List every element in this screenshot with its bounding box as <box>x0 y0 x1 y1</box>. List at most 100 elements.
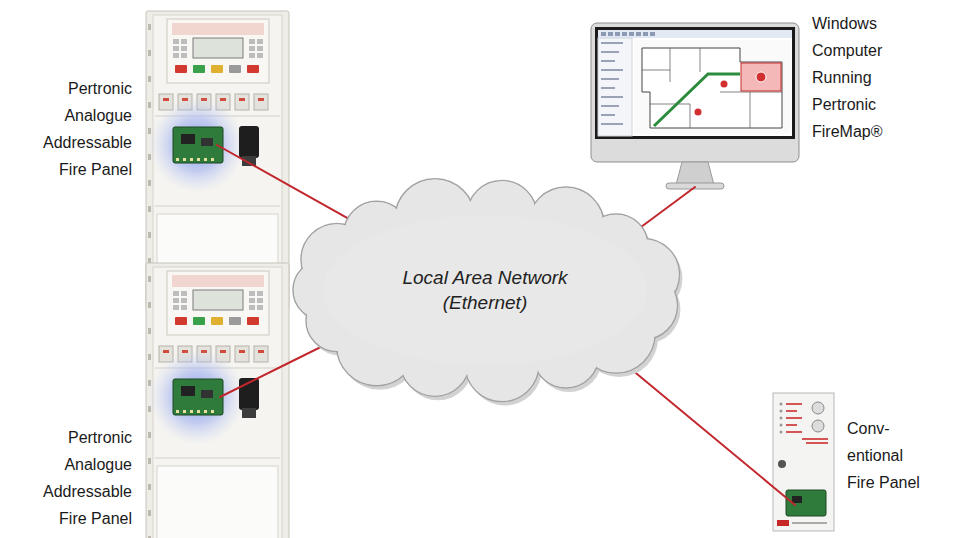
keypad-key <box>181 39 187 44</box>
floor-plan-outline <box>642 48 782 128</box>
toolbar-icon <box>650 32 655 36</box>
sidebar-item <box>601 42 623 44</box>
hinge-mark <box>148 50 151 56</box>
board-highlight <box>149 97 245 193</box>
device-marker <box>721 81 728 88</box>
keypad-key <box>181 305 187 310</box>
map-area <box>634 40 790 134</box>
network-board <box>173 127 223 163</box>
toolbar-icon <box>629 32 634 36</box>
monitor-bezel <box>591 23 799 162</box>
network-board <box>173 379 223 415</box>
hinge-mark <box>148 76 151 82</box>
board-pin <box>183 158 186 161</box>
toolbar-icon <box>608 32 613 36</box>
sidebar-item <box>601 96 623 98</box>
toolbar-icon <box>643 32 648 36</box>
module-indicator <box>239 98 245 101</box>
monitor-screen <box>598 30 792 136</box>
conventional-panel: Conv- entional Fire Panel <box>772 392 835 532</box>
keypad-key <box>249 53 255 58</box>
floor-plan-walls <box>642 48 782 128</box>
module-indicator <box>220 98 226 101</box>
hinge-mark <box>148 510 151 516</box>
lcd-screen <box>193 38 243 58</box>
device-label: Pertronic Analogue Addressable Fire Pane… <box>32 75 132 183</box>
board-pin <box>190 158 193 161</box>
toolbar-icon <box>636 32 641 36</box>
app-sidebar <box>598 38 632 136</box>
display-header <box>172 275 264 287</box>
panel-cabinet <box>146 263 289 538</box>
panel-button <box>247 65 259 73</box>
sidebar-item <box>601 105 619 107</box>
computer-monitor: Windows Computer Running Pertronic FireM… <box>590 22 800 192</box>
door-lock <box>778 460 786 468</box>
board-pin <box>176 158 179 161</box>
network-cloud-illustration <box>323 215 647 365</box>
hinge-mark <box>148 432 151 438</box>
keypad-key <box>249 39 255 44</box>
fire-panel-illustration <box>145 262 290 538</box>
device-label: Conv- entional Fire Panel <box>847 415 927 496</box>
network-wire <box>217 145 290 186</box>
sidebar-item <box>601 60 615 62</box>
sidebar-item <box>601 114 615 116</box>
hinge-mark <box>148 232 151 238</box>
hinge-mark <box>148 276 151 282</box>
panel-button <box>229 65 241 73</box>
module-indicator <box>258 98 264 101</box>
power-plug <box>242 408 256 418</box>
network-wire <box>688 187 695 192</box>
board-pin <box>197 158 200 161</box>
keypad-key <box>257 39 263 44</box>
sidebar-item <box>601 51 619 53</box>
toolbar-icon <box>615 32 620 36</box>
sidebar-item <box>601 87 615 89</box>
display-module <box>167 271 269 335</box>
network-cloud: Local Area Network (Ethernet) <box>323 215 647 365</box>
board-chip <box>201 390 213 398</box>
board-pin <box>211 410 214 413</box>
hinge-mark <box>148 102 151 108</box>
panel-button <box>193 65 205 73</box>
keypad-key <box>249 305 255 310</box>
conventional-panel-illustration <box>772 392 835 532</box>
device-label: Windows Computer Running Pertronic FireM… <box>812 10 904 145</box>
status-legend-mark <box>786 424 797 426</box>
warning-mark <box>802 438 828 440</box>
status-led <box>780 431 783 434</box>
cloud-body <box>323 215 647 365</box>
hinge-mark <box>148 206 151 212</box>
keypad-key <box>173 291 179 296</box>
status-led <box>780 417 783 420</box>
alarm-marker <box>756 72 766 82</box>
keypad-key <box>181 53 187 58</box>
device-marker <box>695 109 702 116</box>
toolbar-icon <box>622 32 627 36</box>
keypad-key <box>173 46 179 51</box>
monitor-frame <box>595 27 795 139</box>
hinge-mark <box>148 536 151 538</box>
board-chip <box>201 138 213 146</box>
board-pin <box>211 158 214 161</box>
status-legend-mark <box>786 403 802 405</box>
device-label-group: Windows Computer Running Pertronic FireM… <box>812 10 904 145</box>
app-toolbar <box>598 30 792 38</box>
panel-module <box>254 94 268 110</box>
panel-divider <box>155 458 280 459</box>
key-switch <box>812 420 824 432</box>
status-legend-mark <box>786 431 802 433</box>
computer-monitor-illustration <box>590 22 800 192</box>
sidebar-item <box>601 69 623 71</box>
module-indicator <box>220 350 226 353</box>
cloud-shadow <box>296 183 682 406</box>
device-label-group: Conv- entional Fire Panel <box>847 415 927 496</box>
keypad-key <box>181 298 187 303</box>
warning-mark <box>806 442 828 444</box>
status-legend-mark <box>786 410 797 412</box>
panel-module <box>235 94 249 110</box>
brand-logo <box>777 520 789 526</box>
conventional-housing <box>773 393 834 531</box>
board-pin <box>204 158 207 161</box>
